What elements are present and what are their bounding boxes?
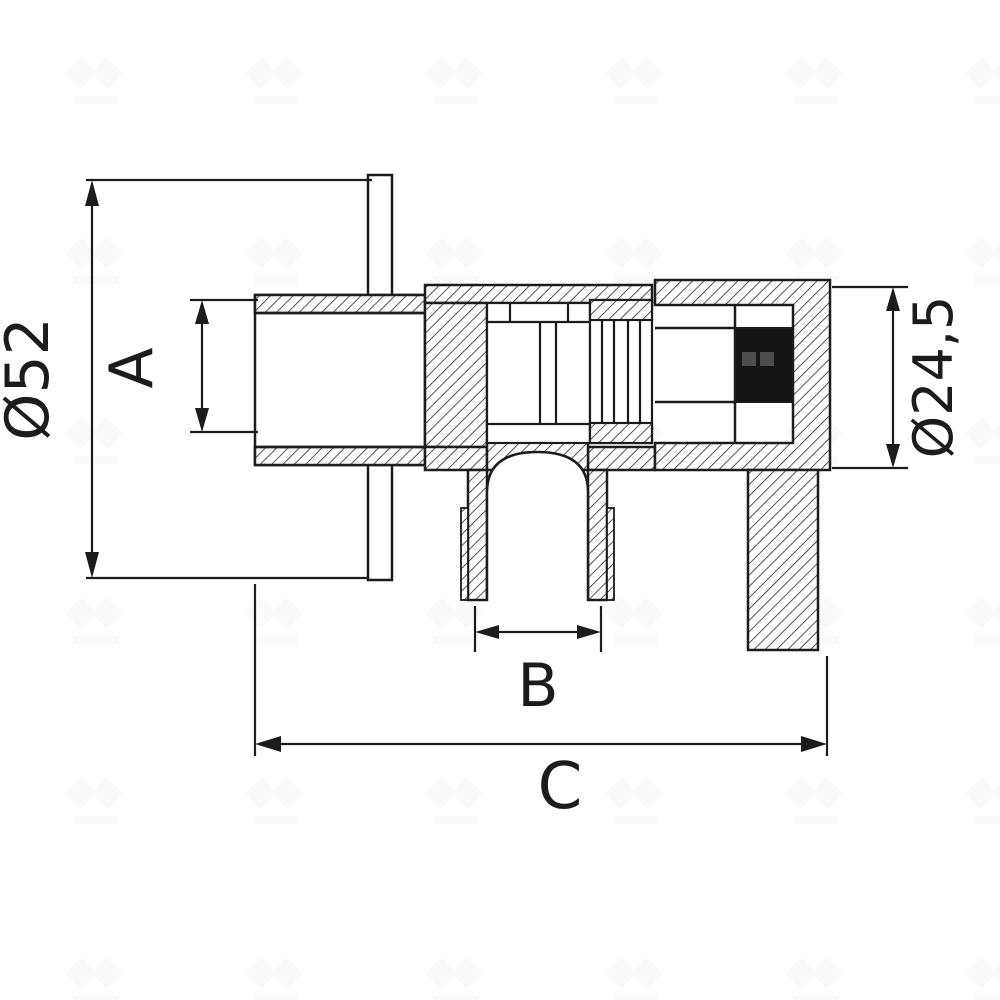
dimension-c bbox=[253, 584, 829, 756]
dimension-b bbox=[473, 606, 603, 652]
dimension-diameter-24-5 bbox=[832, 285, 908, 470]
handle-cap bbox=[653, 278, 832, 472]
outlet-port bbox=[460, 450, 615, 602]
packing-nut bbox=[588, 298, 654, 445]
handle-lever bbox=[746, 468, 820, 652]
dimension-diameter-52 bbox=[85, 178, 372, 580]
valve-cartridge bbox=[485, 301, 592, 445]
dim-label-diameter-52: Ø52 bbox=[0, 317, 63, 441]
dim-label-c: C bbox=[538, 750, 583, 824]
dimension-a bbox=[190, 298, 258, 434]
handle-insert bbox=[734, 327, 794, 403]
dim-label-b: B bbox=[517, 651, 558, 721]
dim-label-diameter-24-5: Ø24,5 bbox=[902, 296, 965, 459]
inlet-pipe bbox=[253, 293, 427, 467]
dim-label-a: A bbox=[97, 347, 167, 388]
